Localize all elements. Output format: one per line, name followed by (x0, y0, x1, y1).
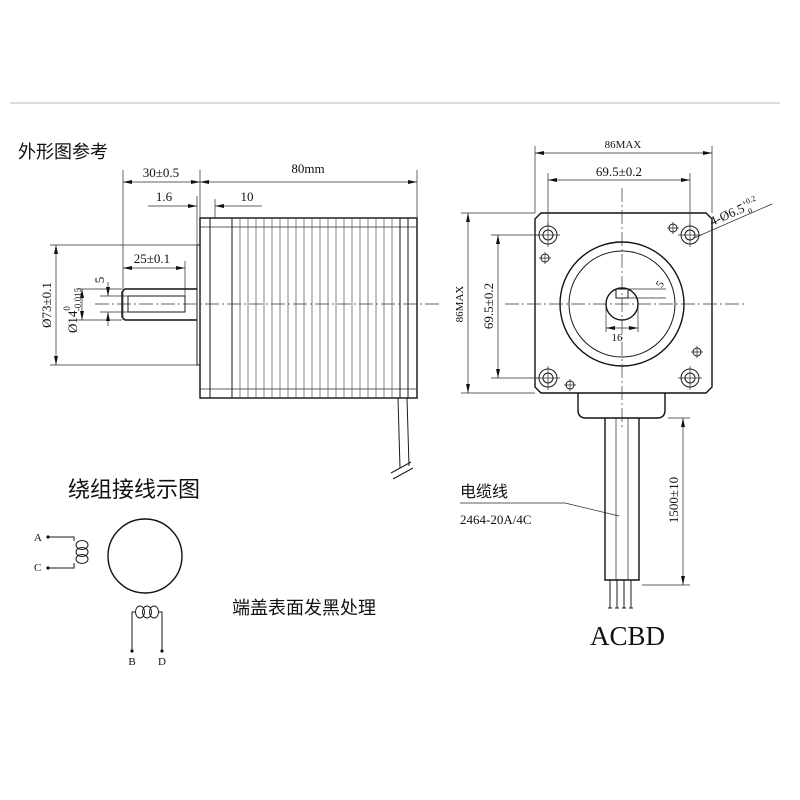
label-shaft-width: 16 (612, 332, 624, 344)
label-key-depth: 5 (654, 279, 667, 290)
small-hole-left (539, 252, 551, 264)
shaft-tol-lower: -0.015 (73, 287, 83, 311)
lead-c-label: C (34, 562, 41, 574)
wiring-diagram: 绕组接线示图 A C B D (34, 478, 200, 668)
lead-wires (397, 397, 410, 469)
mount-hole-bottom-left (536, 366, 560, 390)
lead-b-label: B (128, 656, 135, 668)
wiring-title: 绕组接线示图 (68, 478, 200, 503)
hole-callout-leader (693, 203, 773, 239)
shaft-tol-upper: 0 (62, 306, 72, 311)
mount-hole-top-right (678, 223, 702, 247)
cable-wires (609, 580, 632, 608)
label-hole-spacing-h: 69.5±0.2 (596, 164, 642, 179)
coil-ac-leads (48, 536, 75, 569)
mount-hole-bottom-right (678, 366, 702, 390)
label-body-length: 80mm (291, 161, 324, 176)
label-cable-length: 1500±10 (666, 477, 681, 523)
surface-treatment-note: 端盖表面发黑处理 (232, 598, 376, 619)
front-view: 5 16 86MAX 69.5±0.2 4-Ø6.5+0.20 86MAX 69… (454, 139, 773, 651)
label-flange-width: 86MAX (605, 139, 642, 151)
label-cable-spec: 2464-20A/4C (460, 512, 532, 527)
shaft-outline (121, 288, 197, 321)
cable-exit-boss (577, 393, 666, 419)
label-flange-height: 86MAX (454, 286, 466, 323)
label-shaft-diameter: Ø140-0.015 (62, 287, 83, 333)
side-view: 30±0.5 80mm 1.6 10 25±0.1 5 Ø73±0.1 Ø140… (39, 161, 440, 480)
mount-hole-top-left (536, 223, 560, 247)
label-pilot-diameter: Ø73±0.1 (39, 282, 54, 328)
shaft-diameter-value: Ø14 (65, 310, 80, 333)
lead-b-terminal (130, 649, 134, 653)
small-hole-bottom (564, 379, 576, 391)
coil-bd (135, 605, 159, 619)
label-key-length: 25±0.1 (134, 251, 170, 266)
motor-body-outline (199, 217, 418, 399)
label-shaft-length: 30±0.5 (143, 165, 179, 180)
lamination-stack (239, 218, 393, 398)
label-pilot-thickness: 1.6 (156, 189, 173, 204)
pilot-boss (196, 244, 201, 366)
small-hole-top (667, 222, 679, 234)
label-mount-holes: 4-Ø6.5+0.20 (707, 194, 761, 232)
lead-a-label: A (34, 532, 42, 544)
label-hole-spacing-v: 69.5±0.2 (481, 283, 496, 329)
flange-outline (534, 212, 713, 394)
mount-holes-tol-upper: +0.2 (740, 194, 757, 208)
label-wire-order: ACBD (590, 621, 665, 651)
small-hole-right (691, 346, 703, 358)
cable-label-leader (460, 502, 620, 517)
label-cable: 电缆线 (460, 482, 508, 501)
mount-holes-value: 4-Ø6.5 (707, 200, 746, 228)
coil-bd-leads (131, 611, 163, 650)
rotor-circle (107, 518, 183, 594)
mount-holes-tol-lower: 0 (747, 206, 754, 216)
label-key-width: 5 (92, 277, 107, 284)
coil-ac (75, 540, 89, 564)
label-front-offset: 10 (241, 189, 254, 204)
cable-inner-lines (615, 418, 629, 580)
cable-jacket (604, 418, 640, 581)
lead-d-terminal (160, 649, 164, 653)
wire-break-mark (390, 461, 414, 480)
page-title: 外形图参考 (18, 142, 108, 163)
lead-d-label: D (158, 656, 166, 668)
